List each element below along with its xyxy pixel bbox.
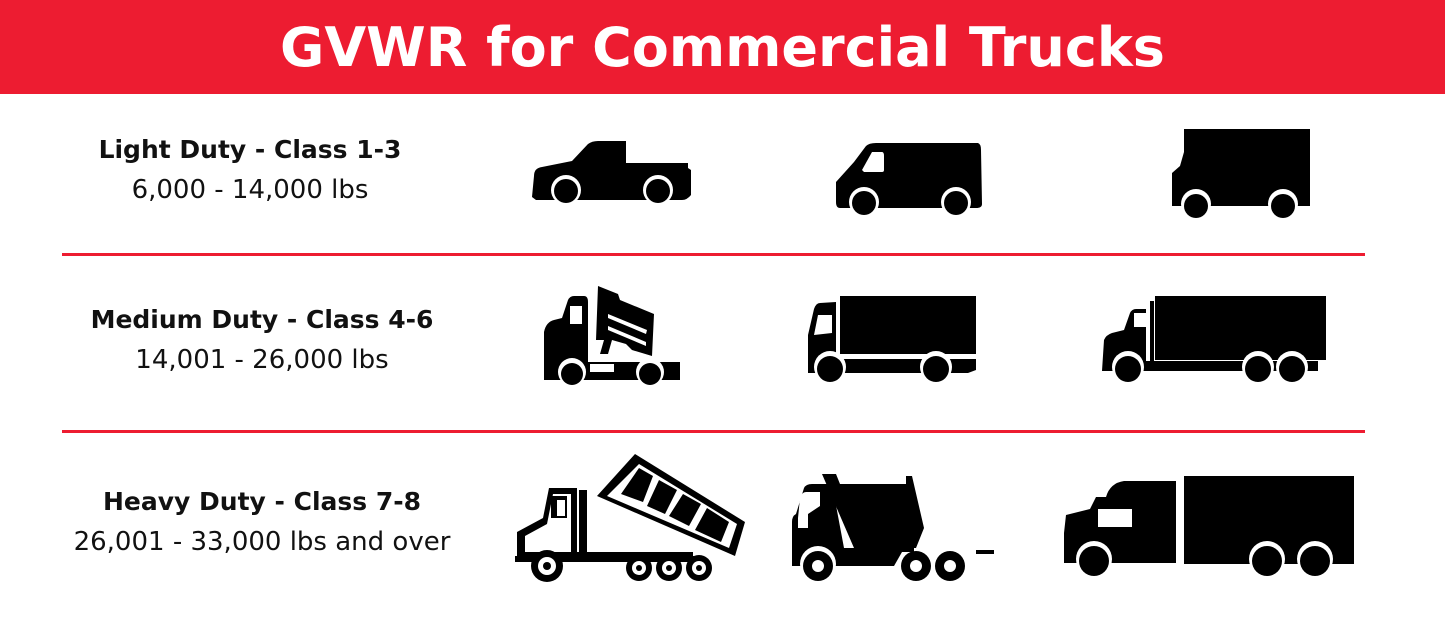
pickup-truck-icon <box>530 140 695 208</box>
cargo-van-icon <box>834 142 986 217</box>
title-banner: GVWR for Commercial Trucks <box>0 0 1445 94</box>
class-label: Heavy Duty - Class 7-8 <box>102 487 422 516</box>
weight-range: 6,000 - 14,000 lbs <box>131 175 369 205</box>
class-label: Medium Duty - Class 4-6 <box>90 305 434 334</box>
row-heavy-duty-label: Heavy Duty - Class 7-8 26,001 - 33,000 l… <box>42 484 482 564</box>
box-truck-icon <box>806 295 978 385</box>
dump-truck-icon <box>790 472 1012 584</box>
small-dump-truck-icon <box>542 284 684 386</box>
weight-range: 14,001 - 26,000 lbs <box>135 345 389 375</box>
class-label: Light Duty - Class 1-3 <box>98 135 402 164</box>
row-divider <box>62 253 1365 256</box>
page-title: GVWR for Commercial Trucks <box>280 15 1165 79</box>
weight-range: 26,001 - 33,000 lbs and over <box>73 527 451 557</box>
tipping-dump-truck-icon <box>513 452 749 584</box>
row-divider <box>62 430 1365 433</box>
row-medium-duty-label: Medium Duty - Class 4-6 14,001 - 26,000 … <box>42 302 482 382</box>
semi-box-truck-icon <box>1062 475 1356 585</box>
row-light-duty-label: Light Duty - Class 1-3 6,000 - 14,000 lb… <box>30 132 470 212</box>
box-van-icon <box>1170 128 1312 220</box>
tandem-box-truck-icon <box>1100 295 1328 387</box>
